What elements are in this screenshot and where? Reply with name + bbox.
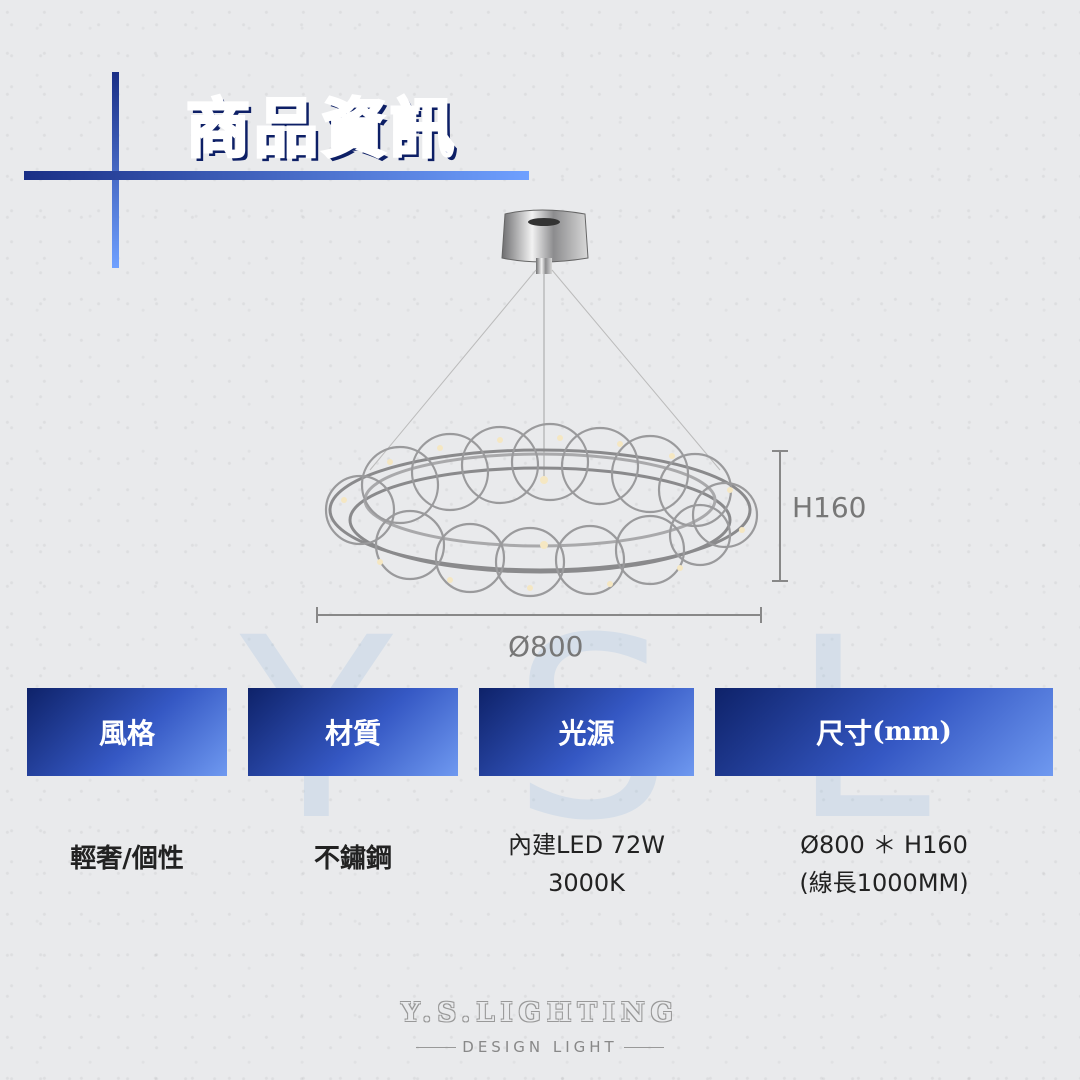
spec-value-light-line2: 3000K <box>548 869 625 897</box>
pendant-lamp-image <box>324 209 759 598</box>
tagline-rule <box>623 1047 664 1048</box>
width-dimension-tick <box>316 607 318 623</box>
title-vertical-rule <box>112 72 119 268</box>
tagline-rule <box>416 1047 457 1048</box>
spec-header-size: 尺寸(mm) <box>715 688 1053 776</box>
spec-header-size-label: 尺寸 <box>816 717 873 750</box>
height-dimension-label: H160 <box>792 491 867 524</box>
height-dimension-line <box>779 450 781 582</box>
spec-value-size-line2: (線長1000MM) <box>799 869 969 897</box>
spec-header-style: 風格 <box>27 688 227 776</box>
width-dimension-label: Ø800 <box>508 630 584 663</box>
width-dimension-line <box>316 614 762 616</box>
spec-value-light-line1: 內建LED 72W <box>508 831 665 859</box>
page-title: 商品資訊 <box>185 92 458 169</box>
spec-value-material: 不鏽鋼 <box>313 844 392 874</box>
brand-logo: Y.S.LIGHTING <box>401 998 679 1028</box>
spec-value-size: Ø800 ＊ H160 (線長1000MM) <box>715 826 1053 902</box>
spec-header-light-source: 光源 <box>479 688 694 776</box>
spec-value-size-line1: Ø800 ＊ H160 <box>800 831 968 859</box>
spec-header-size-unit: (mm) <box>872 717 952 747</box>
brand-tagline-row: DESIGN LIGHT <box>340 1038 740 1056</box>
spec-value-style: 輕奢/個性 <box>70 844 184 874</box>
height-dimension-tick <box>772 450 788 452</box>
width-dimension-tick <box>760 607 762 623</box>
brand-tagline: DESIGN LIGHT <box>462 1038 618 1056</box>
spec-value-light-source: 內建LED 72W 3000K <box>479 826 694 902</box>
height-dimension-tick <box>772 580 788 582</box>
spec-header-material: 材質 <box>248 688 458 776</box>
title-horizontal-rule <box>24 171 529 180</box>
